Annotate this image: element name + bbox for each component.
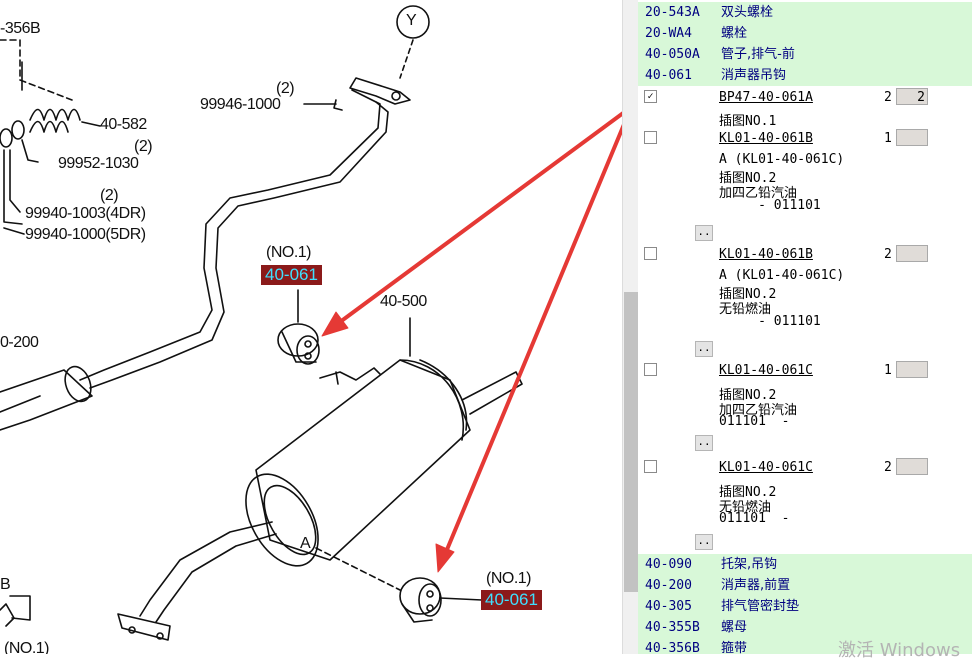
order-qty-input[interactable] (896, 245, 928, 262)
part-note: A (KL01-40-061C) (719, 268, 845, 283)
diagram-scrollbar[interactable] (622, 0, 639, 654)
group-row[interactable]: 40-356B 箍带 (638, 638, 972, 654)
part-note: 插图NO.2 (719, 485, 777, 500)
group-code: 40-356B (645, 641, 700, 654)
part-note: A (KL01-40-061C) (719, 152, 845, 167)
hanger-top (277, 323, 320, 365)
group-code: 40-200 (645, 578, 692, 593)
part-row: ✓ BP47-40-061A 2 2 插图NO.1 (638, 88, 972, 129)
group-name: 螺栓 (721, 26, 748, 41)
no1-label-bl: (NO.1) (4, 640, 50, 654)
part-note: 无铅燃油 (719, 302, 772, 317)
spring-part (0, 108, 101, 235)
label-99952: 99952-1030 (58, 155, 139, 172)
group-code: 40-090 (645, 557, 692, 572)
group-row[interactable]: 40-305 排气管密封垫 (638, 596, 972, 617)
part-checkbox[interactable] (644, 363, 657, 376)
label-356b: -356B (0, 20, 41, 37)
part-qty: 2 (884, 460, 892, 475)
group-row[interactable]: 40-090 托架,吊钩 (638, 554, 972, 575)
part-qty: 1 (884, 363, 892, 378)
group-row[interactable]: 20-WA4 螺栓 (638, 23, 972, 44)
parts-list-panel: 20-543A 双头螺栓 20-WA4 螺栓 40-050A 管子,排气-前 4… (638, 0, 972, 654)
part-note: 无铅燃油 (719, 500, 772, 515)
group-name: 托架,吊钩 (721, 557, 778, 572)
part-checkbox[interactable] (644, 460, 657, 473)
part-checkbox[interactable]: ✓ (644, 90, 657, 103)
part-row: KL01-40-061C 2 插图NO.2 无铅燃油 011101 - .. (638, 458, 972, 553)
group-name: 双头螺栓 (721, 5, 774, 20)
part-note: 插图NO.2 (719, 171, 777, 186)
view-y-label: Y (406, 12, 417, 29)
label-b: B (0, 576, 11, 593)
windows-activation-watermark: 激活 Windows (838, 640, 961, 661)
qty-label: (2) (276, 80, 295, 97)
group-row[interactable]: 40-200 消声器,前置 (638, 575, 972, 596)
callout-40-061-top[interactable]: 40-061 (261, 265, 322, 285)
label-40-582: 40-582 (100, 116, 147, 133)
expand-button[interactable]: .. (695, 534, 713, 550)
part-note: 加四乙铅汽油 (719, 403, 798, 418)
group-name: 螺母 (721, 620, 748, 635)
group-code: 20-WA4 (645, 26, 692, 41)
group-name: 箍带 (721, 641, 748, 654)
group-row[interactable]: 20-543A 双头螺栓 (638, 2, 972, 23)
qty-label: (2) (100, 187, 119, 204)
order-qty-input[interactable] (896, 129, 928, 146)
group-row[interactable]: 40-355B 螺母 (638, 617, 972, 638)
group-row-selected[interactable]: 40-061 消声器吊钩 (638, 65, 972, 86)
no1-label-bottom: (NO.1) (486, 570, 532, 587)
part-number-link[interactable]: KL01-40-061B (719, 131, 813, 146)
group-code: 40-061 (645, 68, 692, 83)
part-note: 插图NO.2 (719, 388, 777, 403)
part-row: KL01-40-061C 1 插图NO.2 加四乙铅汽油 011101 - .. (638, 361, 972, 451)
exploded-parts-diagram: -356B 40-582 (2) 99946-1000 (2) 99952-10… (0, 5, 622, 654)
order-qty-input[interactable]: 2 (896, 88, 928, 105)
group-name: 消声器吊钩 (721, 68, 787, 83)
part-row: KL01-40-061B 2 A (KL01-40-061C) 插图NO.2 无… (638, 245, 972, 357)
scrollbar-thumb[interactable] (624, 292, 638, 592)
part-note: 插图NO.2 (719, 287, 777, 302)
callout-40-061-bottom[interactable]: 40-061 (481, 590, 542, 610)
part-note: 插图NO.1 (719, 114, 777, 129)
group-name: 消声器,前置 (721, 578, 791, 593)
part-note: 011101 - (719, 414, 790, 429)
group-name: 管子,排气-前 (721, 47, 795, 62)
group-code: 20-543A (645, 5, 700, 20)
hanger-bottom (399, 577, 442, 623)
part-number-link[interactable]: BP47-40-061A (719, 90, 813, 105)
label-0-200: 0-200 (0, 334, 39, 351)
diagram-drawing (0, 5, 622, 641)
expand-button[interactable]: .. (695, 341, 713, 357)
label-99946: 99946-1000 (200, 96, 281, 113)
part-number-link[interactable]: KL01-40-061C (719, 460, 813, 475)
part-checkbox[interactable] (644, 247, 657, 260)
expand-button[interactable]: .. (695, 435, 713, 451)
part-number-link[interactable]: KL01-40-061B (719, 247, 813, 262)
order-qty-input[interactable] (896, 458, 928, 475)
part-note: 011101 - (719, 511, 790, 526)
label-99940-4dr: 99940-1003(4DR) (25, 205, 146, 222)
label-40-500: 40-500 (380, 293, 427, 310)
group-code: 40-305 (645, 599, 692, 614)
order-qty-input[interactable] (896, 361, 928, 378)
part-qty: 2 (884, 90, 892, 105)
part-note: 加四乙铅汽油 (719, 186, 798, 201)
part-qty: 1 (884, 131, 892, 146)
part-checkbox[interactable] (644, 131, 657, 144)
part-number-link[interactable]: KL01-40-061C (719, 363, 813, 378)
part-row: KL01-40-061B 1 A (KL01-40-061C) 插图NO.2 加… (638, 129, 972, 241)
view-a-label: A (300, 535, 311, 552)
label-99940-5dr: 99940-1000(5DR) (25, 226, 146, 243)
group-code: 40-050A (645, 47, 700, 62)
expand-button[interactable]: .. (695, 225, 713, 241)
group-row[interactable]: 40-050A 管子,排气-前 (638, 44, 972, 65)
part-qty: 2 (884, 247, 892, 262)
group-code: 40-355B (645, 620, 700, 635)
part-note: - 011101 (719, 198, 821, 213)
no1-label-top: (NO.1) (266, 244, 312, 261)
group-name: 排气管密封垫 (721, 599, 800, 614)
part-note: - 011101 (719, 314, 821, 329)
qty-label: (2) (134, 138, 153, 155)
